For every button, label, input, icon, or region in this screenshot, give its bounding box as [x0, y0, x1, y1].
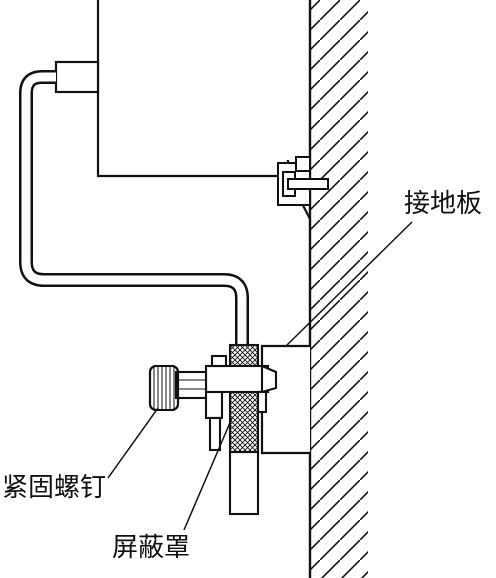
wall: [308, 0, 368, 578]
leader-ground-plate: [285, 221, 413, 347]
label-fastening-screw: 紧固螺钉: [2, 473, 106, 503]
clamp-assembly: [204, 343, 278, 516]
label-shield: 屏蔽罩: [112, 533, 190, 563]
label-ground-plate: 接地板: [404, 189, 482, 219]
cable-connector: [54, 60, 100, 94]
fastening-screw: [148, 364, 208, 412]
leader-fastening-screw: [107, 407, 159, 479]
wall-bracket: [277, 156, 329, 206]
ground-plate: [260, 344, 310, 455]
leader-lines: [107, 221, 413, 531]
leader-shield: [183, 417, 233, 531]
cable: [19, 70, 249, 346]
